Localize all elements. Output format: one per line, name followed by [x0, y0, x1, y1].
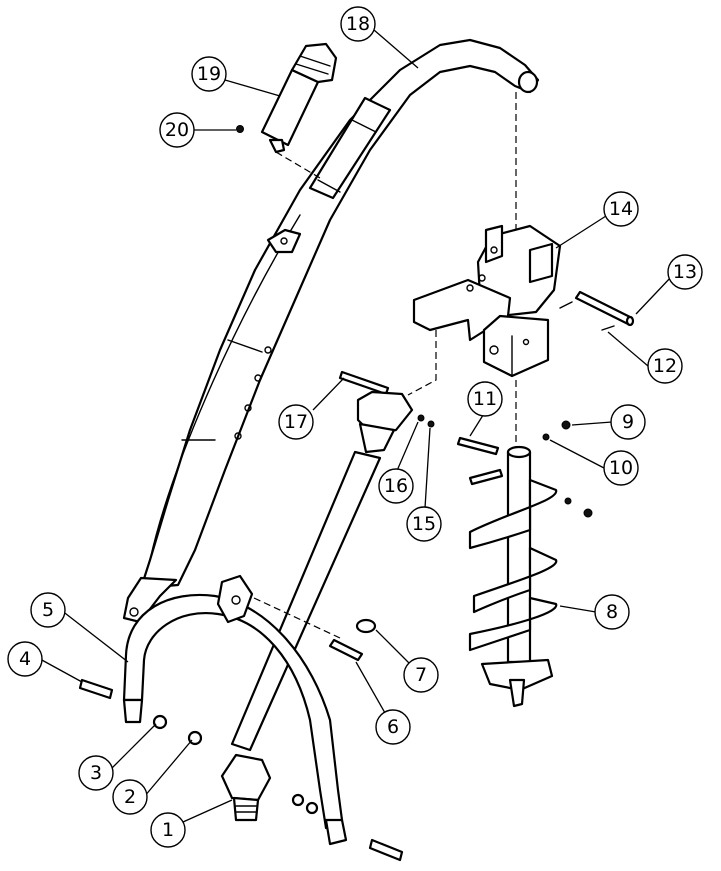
callout-18: 18: [340, 6, 376, 42]
screw-20: [236, 125, 244, 133]
svg-text:20: 20: [165, 119, 189, 141]
svg-text:7: 7: [415, 664, 427, 686]
svg-text:14: 14: [609, 198, 633, 220]
svg-text:6: 6: [387, 716, 399, 738]
callout-8: 8: [594, 594, 630, 630]
lower-handle: [122, 574, 348, 846]
callout-6: 6: [375, 709, 411, 745]
callout-3: 3: [78, 755, 114, 791]
pin-13: [574, 290, 635, 327]
nut-15: [427, 420, 435, 428]
callout-14: 14: [603, 191, 639, 227]
svg-text:17: 17: [284, 411, 308, 433]
handle-frame: [122, 38, 540, 624]
svg-text:16: 16: [384, 475, 408, 497]
svg-text:3: 3: [90, 762, 102, 784]
svg-text:19: 19: [197, 63, 221, 85]
svg-text:15: 15: [412, 513, 436, 535]
knob-7: [355, 618, 377, 634]
pin-6: [328, 638, 364, 662]
callout-13: 13: [667, 254, 703, 290]
callout-1: 1: [150, 812, 186, 848]
washer-3: [152, 714, 168, 730]
svg-text:10: 10: [609, 457, 633, 479]
bolt-11b: [468, 468, 504, 486]
svg-text:8: 8: [606, 601, 618, 623]
callout-16: 16: [378, 468, 414, 504]
callout-17: 17: [278, 404, 314, 440]
callout-19: 19: [191, 56, 227, 92]
roll-pin-12: [601, 325, 615, 331]
roll-pin-12b: [559, 301, 573, 309]
drive-shaft: [220, 390, 414, 822]
svg-text:12: 12: [653, 355, 677, 377]
callout-20: 20: [159, 112, 195, 148]
callout-12: 12: [647, 348, 683, 384]
bolt-17: [338, 370, 390, 396]
nut-4c: [291, 793, 305, 807]
bolt-4: [78, 678, 114, 700]
callout-9: 9: [610, 404, 646, 440]
callout-7: 7: [403, 657, 439, 693]
callout-5: 5: [30, 592, 66, 628]
washer-10b: [564, 497, 572, 505]
washer-4d: [305, 801, 319, 815]
svg-text:11: 11: [473, 388, 497, 410]
svg-text:2: 2: [124, 786, 136, 808]
auger: [468, 445, 558, 708]
washer-16: [417, 414, 425, 422]
svg-text:4: 4: [19, 648, 31, 670]
svg-text:18: 18: [346, 13, 370, 35]
bolt-4b: [368, 838, 404, 862]
svg-text:13: 13: [673, 261, 697, 283]
callout-15: 15: [406, 506, 442, 542]
callout-11: 11: [467, 381, 503, 417]
nut-9: [561, 420, 571, 430]
nut-9b: [583, 508, 593, 518]
svg-text:9: 9: [622, 411, 634, 433]
bolt-11: [456, 436, 500, 456]
svg-text:1: 1: [162, 819, 174, 841]
callout-2: 2: [112, 779, 148, 815]
throttle-grip: [260, 42, 338, 154]
callout-10: 10: [603, 450, 639, 486]
washer-10: [542, 433, 550, 441]
callout-4: 4: [7, 641, 43, 677]
gearbox: [412, 224, 562, 378]
svg-text:5: 5: [42, 599, 54, 621]
